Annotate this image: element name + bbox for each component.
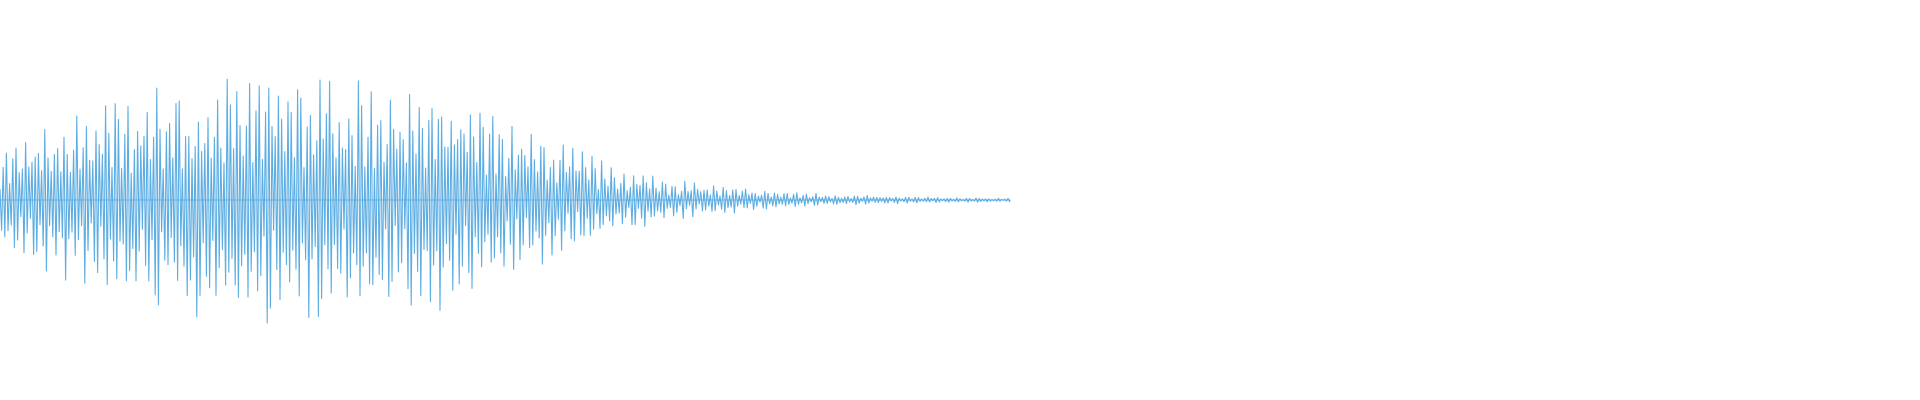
- waveform-trace: [0, 78, 1011, 324]
